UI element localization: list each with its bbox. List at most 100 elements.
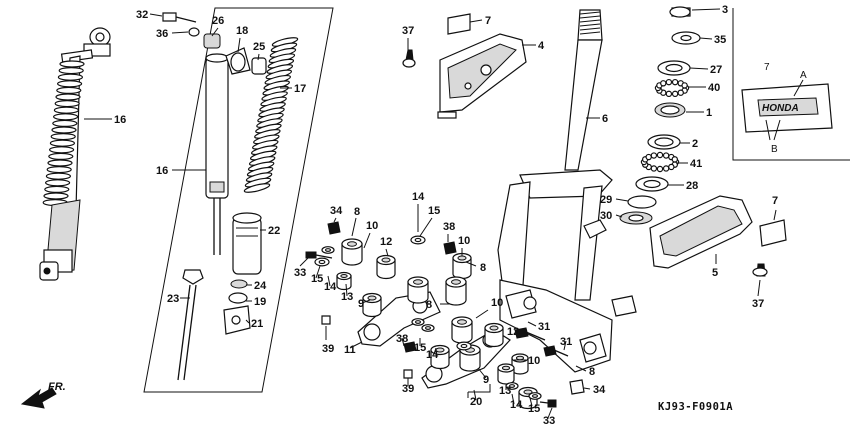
link-assembly [305,221,585,410]
leader-c12b [515,329,521,335]
leader-c34b [583,387,591,390]
callout-c12b: 12 [507,326,519,338]
leader-c13a [345,283,348,297]
fork-top-cover [402,13,527,119]
leader-c8b [465,261,477,267]
callout-c10b: 10 [458,235,470,247]
callout-c8d: 8 [589,366,595,378]
leader-c33b [547,407,553,419]
leader-c14b [327,275,331,287]
callout-c28: 28 [686,180,698,192]
callout-c14a: 14 [412,191,425,203]
callout-c20: 20 [470,396,482,408]
callout-c27: 27 [710,64,722,76]
callout-c4: 4 [538,40,545,52]
front-direction-arrow [20,387,57,409]
callout-c37a: 37 [402,25,414,37]
callout-c32: 32 [136,9,148,21]
leader-c9b [477,367,487,379]
leader-c38b [401,337,405,347]
callout-c14b: 14 [324,281,337,293]
callout-c38b: 38 [396,333,408,345]
leader-c3 [691,8,721,11]
callout-c12a: 12 [380,236,392,248]
callout-c13b: 13 [499,385,511,397]
callout-c14d: 14 [510,399,523,411]
bracket-20 [467,384,491,398]
leader-c8a [351,217,357,237]
callout-c33a: 33 [294,267,306,279]
callout-c35: 35 [714,34,726,46]
fork-lower-cover [649,195,787,277]
callout-c10a: 10 [366,220,378,232]
leader-c7a [469,19,483,23]
leader-c25 [257,53,260,61]
callout-c16b: 16 [156,165,168,177]
inset-leader-a [793,79,804,97]
callout-c39a: 39 [322,343,334,355]
callout-c10c: 10 [491,297,503,309]
leader-c14c [433,347,437,355]
direction-label: FR. [48,381,66,393]
callout-c14c: 14 [426,349,439,361]
leader-c10a [363,232,371,249]
callout-c8b: 8 [480,262,486,274]
callout-c8c: 8 [426,299,432,311]
diagram-code: KJ93-F0901A [658,401,733,413]
leader-c33a [299,257,309,267]
leader-c31b [563,340,567,351]
callout-c25: 25 [253,41,265,53]
callout-c9b: 9 [483,374,489,386]
callout-c31b: 31 [560,336,572,348]
inset-label-a: A [800,70,807,81]
callout-c34a: 34 [330,205,343,217]
callout-c30: 30 [600,210,612,222]
leader-c9a [361,299,371,304]
leader-c15d [529,397,533,407]
callout-c13a: 13 [341,291,353,303]
label-inset-box [732,8,850,161]
shock-absorber [39,27,111,281]
leader-c27 [689,67,709,70]
callout-c22: 22 [268,225,280,237]
callout-c15c: 15 [414,342,426,354]
callout-c21: 21 [251,318,263,330]
leader-c26 [211,27,219,37]
callout-c41: 41 [690,158,702,170]
callout-c19: 19 [254,296,266,308]
leader-lines [84,8,777,419]
callout-c16a: 16 [114,114,126,126]
leader-c10c [475,309,489,319]
callout-c8a: 8 [354,206,360,218]
callout-c7a: 7 [485,15,491,27]
leader-c30 [615,214,623,218]
leader-c12a [385,248,389,257]
leader-c7b [773,209,777,221]
leader-c8d [575,365,587,372]
leader-c34a [333,217,337,223]
leader-c36 [171,31,189,34]
callout-c15d: 15 [528,403,540,415]
callout-c6: 6 [602,113,608,125]
callout-c29: 29 [600,194,612,206]
callout-c15b: 15 [311,273,323,285]
leader-c21 [245,319,250,324]
leader-c32 [149,13,163,17]
inset-leader-b [765,119,781,141]
callout-c26: 26 [212,15,224,27]
inset-part-number: 7 [764,62,770,73]
callout-c17: 17 [294,83,306,95]
callout-c18: 18 [236,25,248,37]
leader-c11 [349,341,363,349]
inset-label-b: B [771,144,778,155]
callout-c3: 3 [722,4,728,16]
callout-c7b: 7 [772,195,778,207]
leader-c37b [757,279,761,297]
leader-c15b [315,265,321,279]
callout-c36: 36 [156,28,168,40]
callout-c33b: 33 [543,415,555,427]
callout-c37b: 37 [752,298,764,310]
leader-c31a [527,321,537,327]
callout-c24: 24 [254,280,267,292]
